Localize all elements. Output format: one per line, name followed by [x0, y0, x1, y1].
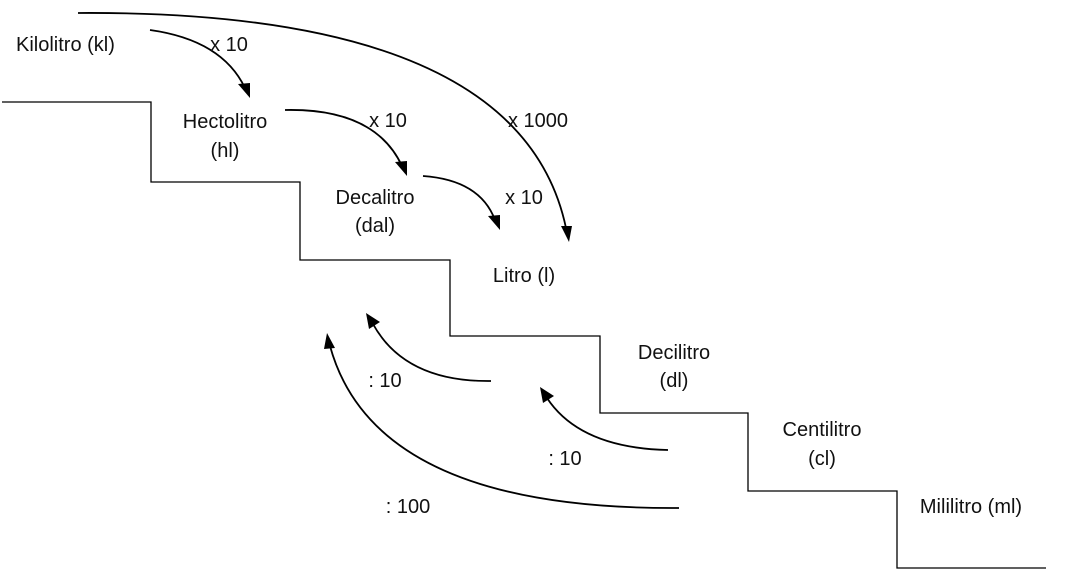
unit-litro: Litro (l) [493, 265, 555, 287]
unit-decilitro-abbr: (dl) [660, 370, 689, 392]
arrowhead-dl-to-dal [366, 313, 380, 329]
arrow-kl-to-l [77, 12, 567, 229]
unit-decilitro-name: Decilitro [638, 342, 710, 364]
unit-decalitro-name: Decalitro [336, 187, 415, 209]
unit-centilitro-abbr: (cl) [808, 448, 836, 470]
arrowhead-hl-to-dal [395, 161, 407, 176]
arrow-hl-to-dal [284, 109, 403, 167]
unit-centilitro-name: Centilitro [783, 419, 862, 441]
label-hl-to-dal: x 10 [369, 110, 407, 132]
label-kl-to-l: x 1000 [508, 110, 568, 132]
unit-hectolitro-name: Hectolitro [183, 111, 267, 133]
arrow-kl-to-hl [149, 29, 246, 89]
unit-hectolitro-abbr: (hl) [211, 140, 240, 162]
arrow-ml-to-dal [329, 345, 680, 509]
label-cl-to-l: : 10 [548, 448, 581, 470]
arrow-dl-to-dal [372, 323, 492, 382]
arrowhead-cl-to-l [540, 387, 554, 403]
label-kl-to-hl: x 10 [210, 34, 248, 56]
arrowhead-kl-to-l [561, 226, 572, 242]
unit-decalitro-abbr: (dal) [355, 215, 395, 237]
arrow-dal-to-l [422, 175, 496, 221]
label-ml-to-dal: : 100 [386, 496, 430, 518]
unit-mililitro: Mililitro (ml) [920, 496, 1022, 518]
label-dl-to-dal: : 10 [368, 370, 401, 392]
staircase-line [2, 101, 1046, 569]
arrow-cl-to-l [546, 397, 669, 451]
arrowhead-ml-to-dal [324, 333, 335, 349]
arrowhead-dal-to-l [488, 215, 500, 230]
unit-kilolitro: Kilolitro (kl) [16, 34, 115, 56]
label-dal-to-l: x 10 [505, 187, 543, 209]
arrowhead-kl-to-hl [238, 83, 250, 98]
